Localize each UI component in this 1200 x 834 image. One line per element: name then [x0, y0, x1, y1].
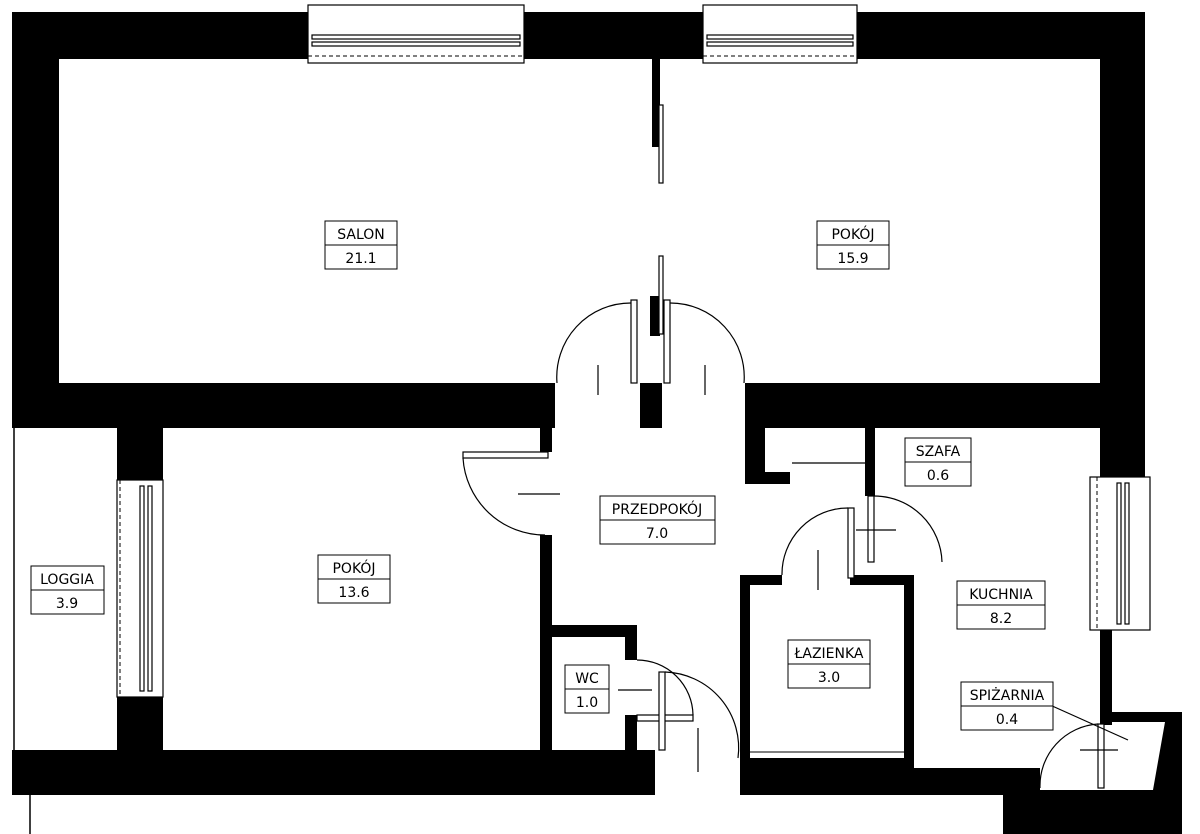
- wall-szafa-right: [865, 428, 875, 496]
- room-label-pokoj-small: POKÓJ 13.6: [317, 554, 391, 604]
- room-label-pokoj-large: POKÓJ 15.9: [816, 220, 890, 270]
- wall-kitchen-bottom: [740, 768, 1005, 795]
- room-name: POKÓJ: [332, 559, 375, 577]
- room-name: LOGGIA: [40, 572, 94, 588]
- wall-lazienka-right: [904, 575, 914, 770]
- door-spizarnia: [1039, 704, 1129, 789]
- wall-top: [12, 12, 1145, 59]
- wall-left-upper: [12, 12, 59, 426]
- door-salon: [556, 299, 638, 395]
- room-name: SPIŻARNIA: [970, 686, 1045, 704]
- room-label-salon: SALON 21.1: [324, 220, 398, 270]
- wall-lazienka-top-right: [850, 575, 912, 585]
- room-name: ŁAZIENKA: [794, 646, 864, 662]
- wall-partition-top: [652, 59, 660, 147]
- door-sliding-top: [658, 104, 664, 184]
- window-kitchen: [1089, 476, 1151, 631]
- room-area: 7.0: [646, 526, 668, 542]
- room-area: 3.9: [56, 596, 78, 612]
- wall-szafa-lip: [745, 472, 790, 484]
- room-name: KUCHNIA: [969, 587, 1033, 603]
- room-label-lazienka: ŁAZIENKA 3.0: [787, 639, 871, 689]
- window-sills: [119, 55, 1098, 697]
- door-szafa: [792, 462, 943, 563]
- room-name: SZAFA: [916, 444, 961, 460]
- room-area: 21.1: [345, 251, 376, 267]
- room-label-kuchnia: KUCHNIA 8.2: [956, 580, 1046, 630]
- wall-lazienka-top-left: [740, 575, 782, 585]
- wall-middle-left: [12, 383, 555, 428]
- room-area: 13.6: [338, 585, 369, 601]
- room-area: 1.0: [576, 695, 598, 711]
- room-area: 0.6: [927, 468, 949, 484]
- door-wc: [618, 659, 694, 722]
- window-loggia: [116, 479, 164, 698]
- room-label-przedpokoj: PRZEDPOKÓJ 7.0: [599, 495, 716, 545]
- room-label-spizarnia: SPIŻARNIA 0.4: [960, 681, 1054, 731]
- windows: [116, 4, 1151, 698]
- room-label-loggia: LOGGIA 3.9: [30, 565, 105, 615]
- room-label-wc: WC 1.0: [564, 664, 610, 714]
- wall-przedpokoj-left: [540, 535, 552, 750]
- room-area: 3.0: [818, 670, 840, 686]
- room-area: 15.9: [837, 251, 868, 267]
- wall-loggia-bottom: [117, 697, 163, 752]
- door-entrance: [658, 671, 740, 772]
- wall-partition-bottom: [640, 383, 662, 428]
- room-name: WC: [575, 671, 599, 687]
- wall-right-lower: [1100, 630, 1112, 725]
- window-salon: [307, 4, 525, 64]
- window-pokoj: [702, 4, 858, 64]
- door-pokoj: [663, 299, 745, 395]
- room-name: SALON: [337, 227, 385, 243]
- wall-lazienka-left: [740, 575, 750, 795]
- room-label-szafa: SZAFA 0.6: [904, 437, 972, 487]
- door-lazienka: [781, 507, 855, 590]
- doors: [462, 104, 1129, 789]
- room-name: POKÓJ: [831, 225, 874, 243]
- room-labels: SALON 21.1 POKÓJ 15.9 POKÓJ 13.6 PRZEDPO…: [30, 220, 1054, 731]
- wall-wc-top: [540, 625, 635, 637]
- room-area: 0.4: [996, 712, 1018, 728]
- wall-spizarnia: [1003, 712, 1182, 834]
- wall-szafa-top-left: [745, 428, 765, 483]
- wall-wc-right-bottom: [625, 715, 637, 750]
- wall-partition-mid: [650, 296, 660, 336]
- wall-middle-right: [745, 383, 1145, 428]
- wall-wc-right-top: [625, 625, 637, 660]
- room-area: 8.2: [990, 611, 1012, 627]
- room-name: PRZEDPOKÓJ: [612, 500, 702, 518]
- wall-loggia-top: [117, 428, 163, 480]
- loggia-outline: [13, 428, 31, 834]
- wall-przedpokoj-left-top: [540, 428, 552, 452]
- wall-bottom-left: [12, 750, 655, 795]
- wall-lazienka-bottom: [740, 758, 914, 770]
- door-pokoj-small: [462, 451, 560, 536]
- door-sliding-bottom: [658, 255, 664, 335]
- walls: [12, 12, 1182, 834]
